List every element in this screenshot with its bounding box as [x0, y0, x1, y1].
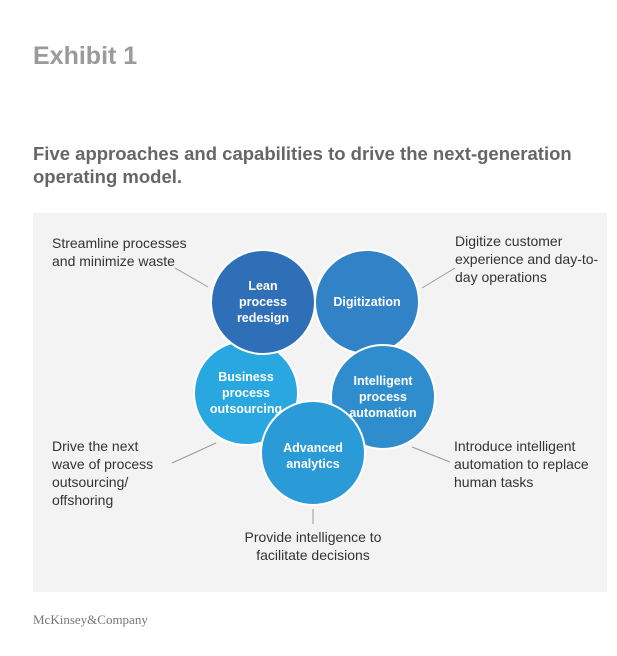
page-title: Five approaches and capabilities to driv…: [33, 143, 572, 187]
exhibit-label: Exhibit 1: [33, 42, 138, 70]
connector-lean: [174, 267, 209, 288]
mckinsey-logo: McKinsey&Company: [33, 612, 148, 627]
circle-lean-process-redesign: Lean process redesign: [210, 249, 316, 355]
connector-digitization: [421, 267, 456, 289]
note-lean: Streamline processes and minimize waste: [52, 235, 187, 269]
connector-ipa: [411, 446, 451, 463]
note-digitization: Digitize customer experience and day-to-…: [455, 233, 599, 285]
connector-bpo: [171, 442, 217, 464]
circle-digitization: Digitization: [314, 249, 420, 355]
note-analytics: Provide intelligence to facilitate decis…: [244, 529, 382, 563]
note-ipa: Introduce intelligent automation to repl…: [454, 438, 589, 490]
circle-advanced-analytics: Advanced analytics: [260, 400, 366, 506]
note-bpo: Drive the next wave of process outsourci…: [52, 438, 154, 508]
